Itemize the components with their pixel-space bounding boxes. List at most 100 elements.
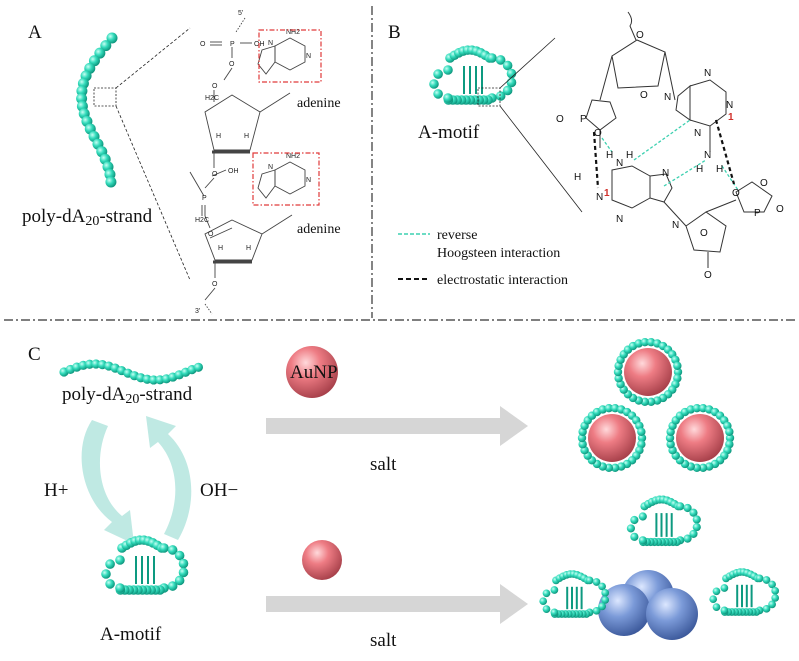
nucleotide-bead [433, 69, 443, 79]
free-a-motif [626, 495, 701, 547]
svg-text:O: O [556, 114, 564, 125]
nucleotide-bead [666, 440, 675, 449]
adenine-highlight-box-2 [252, 152, 320, 206]
nucleotide-bead [673, 361, 682, 370]
zoom-line-b-bottom [499, 105, 583, 213]
nucleotide-bead [640, 337, 650, 347]
svg-text:O: O [594, 128, 602, 139]
nucleotide-bead [637, 433, 647, 443]
nucleotide-bead [101, 569, 111, 579]
nucleotide-bead [506, 68, 517, 79]
svg-text:O: O [636, 30, 644, 41]
nucleotide-bead [115, 583, 125, 593]
free-a-motif [539, 570, 610, 618]
svg-text:H: H [696, 164, 703, 175]
nucleotide-bead [614, 374, 623, 383]
adenine-highlight-box-1 [258, 29, 322, 83]
svg-text:O: O [208, 231, 214, 238]
legend-green-line1: reverse [437, 228, 477, 243]
nucleotide-bead [673, 367, 683, 377]
svg-text:N: N [306, 53, 311, 60]
svg-text:P: P [230, 41, 235, 48]
svg-text:N: N [726, 100, 733, 111]
nucleotide-bead [689, 508, 698, 517]
hoogsteen-bond-2 [633, 119, 691, 161]
strand-label-a: poly-dA20-strand [22, 206, 153, 229]
nucleotide-bead [94, 47, 106, 59]
nucleotide-bead [585, 576, 594, 585]
nucleotide-bead [495, 55, 506, 65]
nucleotide-bead [149, 375, 159, 385]
panel-letter-b: B [388, 22, 401, 43]
svg-text:O: O [760, 178, 768, 189]
svg-text:N: N [694, 128, 701, 139]
aunp-label: AuNP [290, 362, 338, 383]
five-prime-label: 5' [238, 10, 243, 17]
zoom-line-top [115, 27, 191, 89]
nucleotide-bead [725, 433, 735, 443]
nucleotide-bead [638, 536, 647, 545]
nucleotide-bead [771, 586, 780, 595]
nucleotide-bead [692, 523, 701, 532]
nucleotide-bead [598, 602, 606, 611]
base-label: OH− [200, 480, 238, 501]
svg-text:H2C: H2C [195, 217, 209, 224]
nucleotide-bead [762, 576, 771, 584]
svg-text:O: O [776, 204, 784, 215]
nucleotide-bead [502, 85, 513, 96]
nucleotide-bead [577, 433, 587, 443]
svg-text:N: N [596, 192, 603, 203]
svg-text:OH: OH [228, 168, 239, 175]
nucleotide-bead [725, 427, 734, 436]
svg-text:P: P [580, 114, 587, 125]
svg-text:H2C: H2C [205, 95, 219, 102]
wavy-strand [59, 359, 203, 385]
nucleotide-bead [542, 605, 551, 613]
svg-text:1: 1 [728, 112, 734, 123]
aunp-core [676, 414, 724, 462]
panel-letter-a: A [28, 22, 42, 43]
hoogsteen-bond-1 [601, 137, 613, 153]
nucleotide-bead [178, 558, 189, 569]
aunp-core [624, 348, 672, 396]
svg-text:N: N [268, 40, 273, 47]
nucleotide-bead [487, 53, 497, 63]
svg-text:P: P [754, 208, 761, 219]
nucleotide-bead [578, 440, 587, 449]
zoom-box [93, 87, 117, 107]
nucleotide-bead [613, 367, 623, 377]
a-motif-hairpin [429, 45, 517, 105]
acid-label: H+ [44, 480, 68, 501]
nucleotide-bead [443, 65, 453, 75]
nucleotide-bead [550, 586, 559, 594]
nucleotide-bead [604, 403, 614, 413]
svg-text:O: O [212, 83, 218, 90]
legend-green-line2: Hoogsteen interaction [437, 246, 560, 261]
nucleotide-bead [167, 581, 178, 591]
panel-letter-c: C [28, 344, 41, 365]
nucleotide-bead [720, 584, 729, 592]
base-arrow [146, 416, 192, 540]
nucleotide-bead [692, 403, 702, 413]
svg-text:N: N [268, 164, 273, 171]
svg-text:O: O [212, 281, 218, 288]
electrostatic-bond-1 [592, 131, 600, 189]
nucleotide-bead [768, 600, 776, 609]
nucleotide-bead [630, 532, 639, 541]
salt-label-bottom: salt [370, 630, 397, 651]
svg-text:NH2: NH2 [286, 153, 300, 160]
nucleotide-structure: 5' 3' [189, 10, 306, 315]
svg-text:N: N [704, 68, 711, 79]
nucleotide-bead [495, 91, 506, 101]
zoom-line-b-top [499, 37, 556, 89]
nucleotide-bead [692, 515, 701, 524]
nucleotide-bead [720, 606, 729, 615]
nucleotide-bead [676, 502, 685, 511]
a-motif-hairpin-c [101, 535, 189, 595]
chem-atoms-a: O P OH O O H2C H H O P OH O H2C H H O N … [195, 29, 311, 288]
linear-strand [76, 32, 118, 188]
stabilized-nanoparticles [577, 337, 735, 473]
three-prime-label: 3' [195, 308, 200, 315]
